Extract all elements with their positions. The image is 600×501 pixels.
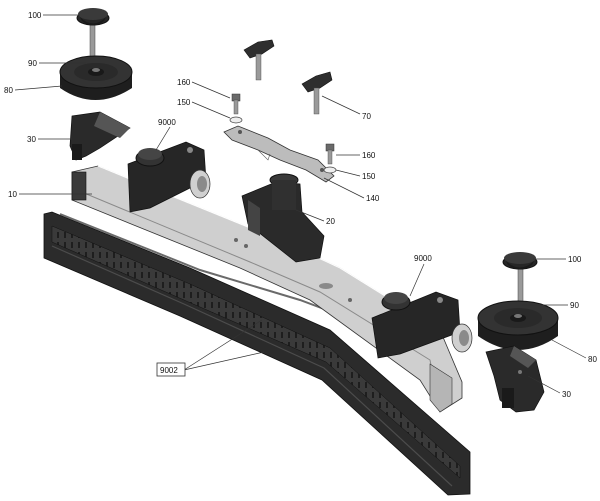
roller-unit-right bbox=[371, 291, 473, 359]
washer-top bbox=[229, 116, 243, 124]
knob-left bbox=[76, 8, 110, 61]
label-knob-right: 100 bbox=[568, 255, 582, 264]
thumbscrew-left bbox=[243, 39, 275, 81]
label-washer-top: 150 bbox=[177, 98, 191, 107]
label-washer-mid: 150 bbox=[362, 172, 376, 181]
label-bracket-left: 30 bbox=[27, 135, 36, 144]
label-thumbscrew: 70 bbox=[362, 112, 371, 121]
label-washer-right: 90 bbox=[570, 301, 579, 310]
label-bracket-right: 30 bbox=[562, 390, 571, 399]
label-roller-right: 9000 bbox=[414, 254, 432, 263]
clamp bbox=[241, 173, 325, 263]
label-bolt-top: 160 bbox=[177, 78, 191, 87]
roller-unit-left bbox=[127, 141, 211, 213]
callout-labels: 100 90 80 30 10 9000 160 150 70 160 150 … bbox=[4, 11, 597, 399]
wheel-left bbox=[59, 55, 133, 100]
label-wheel-right: 80 bbox=[588, 355, 597, 364]
callout-blades-box: 9002 bbox=[156, 362, 186, 377]
washer-mid bbox=[323, 166, 337, 174]
thumbscrew-right bbox=[301, 71, 333, 115]
leader-lines bbox=[14, 14, 587, 394]
label-plate: 140 bbox=[366, 194, 380, 203]
knob-right bbox=[502, 252, 538, 303]
bolt-top bbox=[231, 93, 241, 115]
bracket-left bbox=[69, 111, 131, 161]
label-bolt-mid: 160 bbox=[362, 151, 376, 160]
mounting-plate bbox=[223, 125, 335, 183]
label-clamp: 20 bbox=[326, 217, 335, 226]
label-roller-left: 9000 bbox=[158, 118, 176, 127]
label-washer-left: 90 bbox=[28, 59, 37, 68]
label-wheel-left: 80 bbox=[4, 86, 13, 95]
bracket-right bbox=[485, 345, 545, 413]
wheel-right bbox=[477, 300, 559, 350]
label-frame: 10 bbox=[8, 190, 17, 199]
label-blades: 9002 bbox=[160, 366, 178, 375]
label-knob-left: 100 bbox=[28, 11, 42, 20]
bolt-mid bbox=[325, 143, 335, 165]
